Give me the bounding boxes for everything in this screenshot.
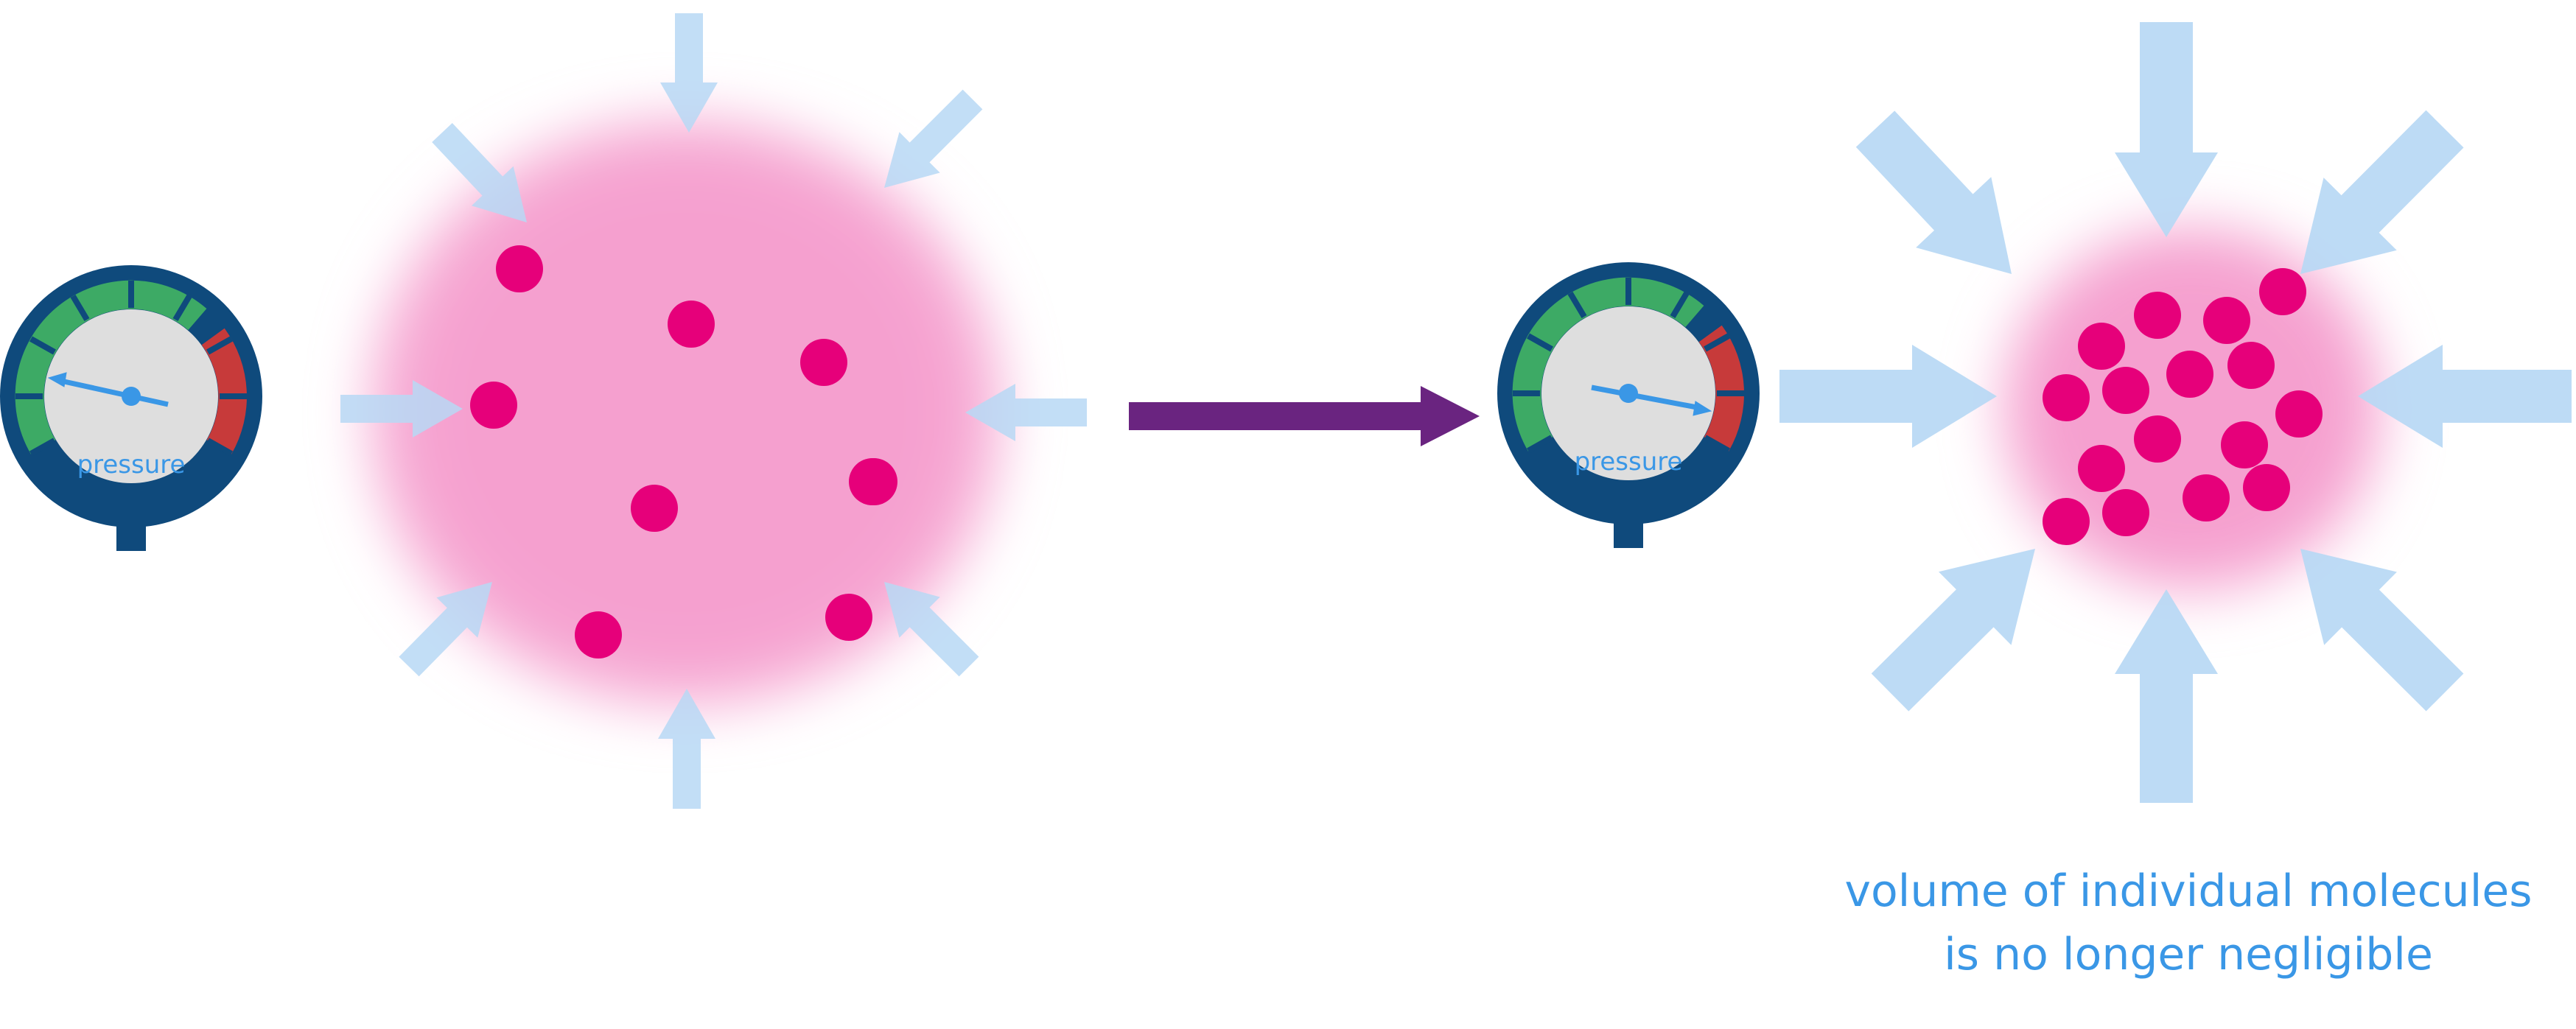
pressure-arrow	[2300, 549, 2464, 712]
transition-arrow	[1129, 386, 1480, 446]
pressure-arrow	[884, 582, 979, 677]
pressure-arrow	[432, 123, 527, 222]
pressure-gauge-high: pressure	[1497, 262, 1760, 548]
gas-molecule	[2043, 374, 2090, 421]
pressure-arrow	[1779, 345, 1997, 448]
pressure-arrows-weak	[340, 13, 1087, 809]
gas-molecule	[2102, 489, 2149, 536]
gauge-label: pressure	[1575, 447, 1683, 477]
gas-molecule	[2227, 342, 2275, 389]
gauge-danger-zone	[201, 328, 247, 454]
molecules-low-pressure	[470, 245, 897, 659]
pressure-arrow	[340, 380, 463, 438]
pressure-arrow	[1871, 549, 2035, 712]
gas-molecule	[496, 245, 543, 292]
pressure-arrow	[399, 582, 492, 677]
gauge-label: pressure	[77, 450, 186, 480]
gas-molecule	[800, 339, 847, 386]
gas-molecule	[668, 301, 715, 348]
pressure-arrow	[2300, 110, 2464, 274]
gauge-safe-zone	[1512, 277, 1704, 452]
gas-molecule	[2134, 292, 2181, 339]
gauge-needle	[1591, 384, 1712, 416]
caption-line-2: is no longer negligible	[1944, 929, 2433, 980]
molecules-high-pressure	[2043, 268, 2323, 545]
gas-molecule	[2078, 323, 2125, 370]
pressure-arrows-strong	[1779, 22, 2572, 803]
gas-molecule	[575, 611, 622, 659]
pressure-arrow	[658, 689, 715, 809]
pressure-arrow	[884, 89, 983, 188]
gauge-needle	[47, 372, 169, 407]
pressure-arrow	[660, 13, 718, 133]
gas-molecule	[825, 594, 872, 641]
gas-molecule	[849, 458, 896, 505]
gas-cloud-high-pressure	[2001, 225, 2384, 593]
gauge-ticks	[15, 281, 247, 457]
pressure-arrow	[2358, 345, 2572, 448]
gas-cloud	[2001, 225, 2384, 593]
gas-molecule	[2166, 351, 2213, 398]
caption: volume of individual molecules is no lon…	[1844, 865, 2532, 980]
gas-molecule	[2102, 367, 2149, 414]
pressure-arrow	[2115, 22, 2218, 237]
gas-molecule	[2275, 390, 2323, 438]
pressure-arrow	[1855, 110, 2012, 274]
gas-molecule	[2134, 415, 2181, 463]
pressure-arrow	[965, 384, 1087, 441]
gas-molecule	[470, 382, 517, 429]
gauge-ticks	[1513, 278, 1744, 454]
gas-molecule	[2043, 498, 2090, 545]
gas-molecule	[2078, 445, 2125, 492]
gas-molecule	[2259, 268, 2306, 315]
gauge-danger-zone	[1698, 325, 1744, 452]
gas-molecule	[2203, 297, 2250, 344]
gas-molecule	[2221, 421, 2268, 468]
gauge-safe-zone	[15, 280, 207, 454]
gas-molecule	[2183, 474, 2230, 521]
gas-molecule	[631, 485, 678, 532]
gas-molecule	[2243, 464, 2290, 511]
pressure-arrow	[2115, 589, 2218, 803]
pressure-gauge-low: pressure	[0, 265, 262, 551]
caption-line-1: volume of individual molecules	[1844, 865, 2532, 917]
